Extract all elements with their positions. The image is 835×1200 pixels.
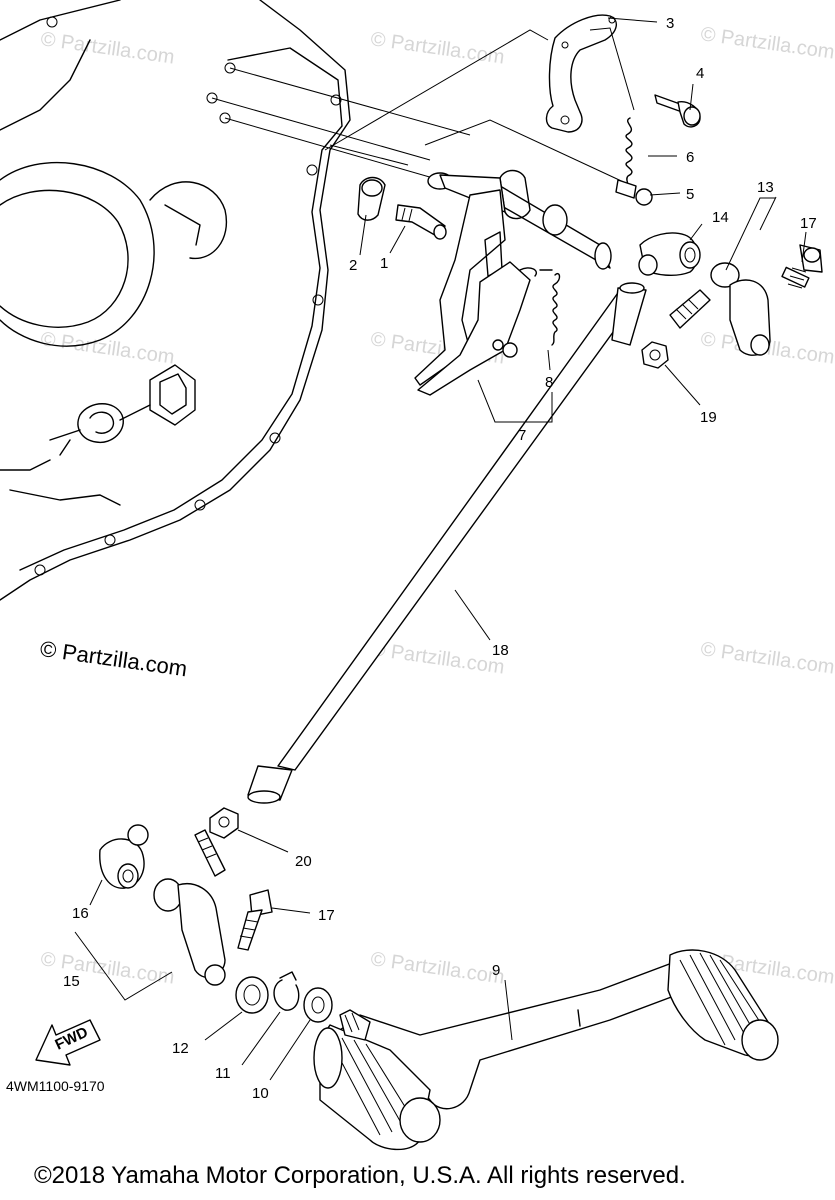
watermark: © Partzilla.com [699,638,835,679]
ball-joint-16 [99,824,149,889]
copyright-notice: ©2018 Yamaha Motor Corporation, U.S.A. A… [34,1162,686,1189]
callout-3: 3 [666,15,674,32]
spring-8 [539,269,561,346]
callout-labels: 3 4 6 5 13 14 17 2 1 8 7 19 18 20 17 16 … [63,15,817,1102]
callout-7: 7 [518,427,526,444]
shift-rod-18 [247,282,647,804]
bolt-17-lower [237,889,273,951]
rod-end-13 [669,262,771,356]
bolt-17-upper [781,244,823,289]
callout-8: 8 [545,374,553,391]
shift-shaft-assembly [414,169,612,396]
nut-19 [641,341,669,369]
callout-13: 13 [757,179,774,196]
collar-12 [235,976,269,1014]
callout-15: 15 [63,973,80,990]
ball-joint-14 [638,232,701,277]
callout-16: 16 [72,905,89,922]
watermark: © Partzilla.com [369,28,506,69]
fwd-arrow-icon: FWD [35,1019,101,1066]
callout-17-upper: 17 [800,215,817,232]
bolt-4 [654,94,701,128]
watermark: © Partzilla.com [39,28,176,69]
rod-end-15 [153,829,226,986]
callout-14: 14 [712,209,729,226]
callout-leaders [74,17,807,1081]
nut-20 [209,807,239,839]
watermark: © Partzilla.com [39,328,176,369]
assembly-guides [324,29,631,186]
callout-4: 4 [696,65,704,82]
callout-19: 19 [700,409,717,426]
washer-10 [303,987,333,1023]
callout-18: 18 [492,642,509,659]
callout-12: 12 [172,1040,189,1057]
watermark: © Partzilla.com [369,948,506,989]
circlip-11 [273,971,300,1011]
watermark: © Partzilla.com [369,638,506,679]
shift-pedal-9 [313,949,779,1151]
callout-6: 6 [686,149,694,166]
collar-2 [357,176,386,221]
watermark: © Partzilla.com [39,948,176,989]
watermark: © Partzilla.com [699,23,835,64]
callout-17-lower: 17 [318,907,335,924]
callout-1: 1 [380,255,388,272]
callout-2: 2 [349,257,357,274]
stud-1 [395,204,447,240]
crankcase-cover [0,0,471,601]
pin-5 [615,179,653,206]
diagram-code: 4WM1100-9170 [6,1078,105,1094]
callout-9: 9 [492,962,500,979]
callout-5: 5 [686,186,694,203]
watermark-layer: © Partzilla.com © Partzilla.com © Partzi… [39,23,835,989]
callout-20: 20 [295,853,312,870]
callout-10: 10 [252,1085,269,1102]
spring-6 [623,117,633,189]
shift-guide-plate [545,14,617,133]
callout-11: 11 [215,1065,231,1082]
